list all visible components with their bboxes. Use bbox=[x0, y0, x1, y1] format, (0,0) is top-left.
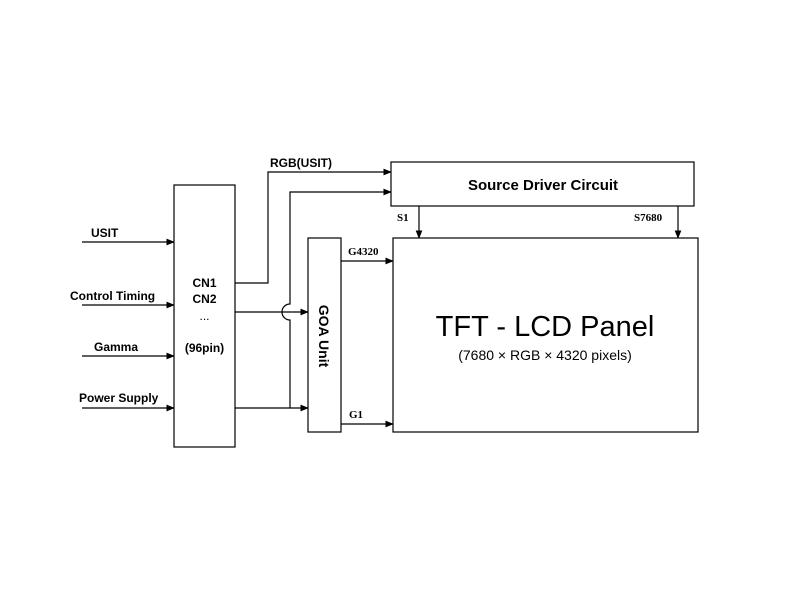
tft-lcd-panel bbox=[392, 237, 699, 433]
usit-label: USIT bbox=[91, 226, 119, 240]
panel-resolution: (7680 × RGB × 4320 pixels) bbox=[458, 347, 632, 363]
rgb-label: RGB(USIT) bbox=[270, 156, 332, 170]
connector-block bbox=[173, 184, 236, 448]
cn2-label: CN2 bbox=[192, 292, 216, 306]
source-driver-label: Source Driver Circuit bbox=[468, 177, 618, 194]
gamma-label: Gamma bbox=[94, 340, 138, 354]
rgb-line bbox=[235, 168, 392, 284]
g4320-label: G4320 bbox=[348, 246, 379, 258]
g1-label: G1 bbox=[349, 409, 363, 421]
pin-count-label: (96pin) bbox=[185, 341, 224, 355]
goa-unit-block bbox=[307, 237, 342, 433]
connector-ellipsis: ... bbox=[199, 309, 209, 323]
s1-label: S1 bbox=[397, 212, 409, 224]
power-supply-label: Power Supply bbox=[79, 391, 159, 405]
panel-title: TFT - LCD Panel bbox=[436, 311, 655, 343]
goa-unit-label: GOA Unit bbox=[316, 305, 332, 368]
control-timing-label: Control Timing bbox=[70, 289, 155, 303]
source-driver-block bbox=[390, 161, 695, 207]
cn1-label: CN1 bbox=[192, 276, 216, 290]
s7680-label: S7680 bbox=[634, 212, 663, 224]
